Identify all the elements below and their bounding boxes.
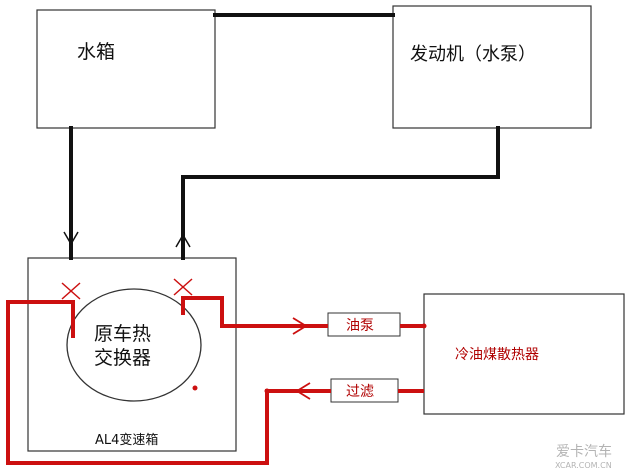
oil-line-exchanger-out: [181, 296, 328, 328]
watermark-en: XCAR.COM.CN: [555, 461, 612, 470]
coolant-arrow-down: [63, 231, 79, 246]
oil-cooler-box: [423, 293, 625, 415]
water-tank-label: 水箱: [77, 41, 115, 63]
junction-dot-2: [264, 388, 270, 394]
oil-pump-label: 油泵: [346, 318, 374, 334]
engine-label: 发动机（水泵）: [410, 44, 536, 65]
heat-exchanger-label-2: 交换器: [94, 347, 151, 369]
coolant-arrow-up: [175, 233, 191, 248]
junction-dot-3: [421, 323, 427, 329]
heat-exchanger-label-1: 原车热: [94, 323, 151, 345]
coolant-line-engine-return: [181, 126, 500, 260]
junction-dot-1: [192, 385, 198, 391]
oil-arrow-to-pump: [292, 317, 308, 335]
gearbox-label: AL4变速箱: [95, 432, 158, 448]
oil-cooler-label: 冷油煤散热器: [455, 347, 539, 363]
engine-box: [392, 5, 592, 129]
cross-mark-right-b: [173, 278, 193, 296]
cross-mark-left-b: [61, 282, 81, 300]
water-tank-box: [36, 9, 216, 129]
oil-arrow-to-left: [295, 382, 311, 400]
heat-exchanger-circle: [66, 288, 202, 402]
watermark-cn: 爱卡汽车: [556, 443, 612, 460]
filter-label: 过滤: [346, 384, 374, 400]
